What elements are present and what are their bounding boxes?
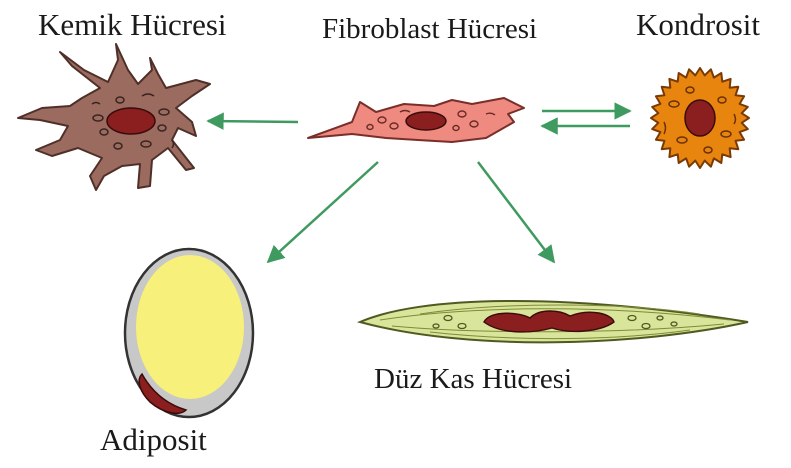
- fibroblast-cell: [308, 98, 524, 142]
- smooth-muscle-cell: [360, 301, 748, 342]
- bone-cell-nucleus: [107, 108, 155, 134]
- chondrocyte-label: Kondrosit: [636, 7, 760, 42]
- adipocyte-cell: [125, 249, 253, 417]
- chondrocyte-cell: [651, 68, 749, 168]
- smooth-muscle-nucleus: [484, 311, 614, 332]
- arrow-fibroblast-to-smooth-muscle: [478, 162, 554, 262]
- adipocyte-label: Adiposit: [100, 422, 207, 457]
- bone-cell-label: Kemik Hücresi: [38, 7, 227, 42]
- chondrocyte-nucleus: [685, 100, 715, 136]
- fat-droplet: [136, 255, 244, 399]
- fibroblast-label: Fibroblast Hücresi: [322, 13, 537, 45]
- arrow-fibroblast-to-bone-cell: [208, 121, 298, 122]
- smooth-muscle-label: Düz Kas Hücresi: [374, 363, 572, 395]
- bone-cell: [18, 44, 210, 190]
- fibroblast-nucleus: [406, 112, 446, 130]
- arrow-fibroblast-to-adipocyte: [268, 162, 378, 262]
